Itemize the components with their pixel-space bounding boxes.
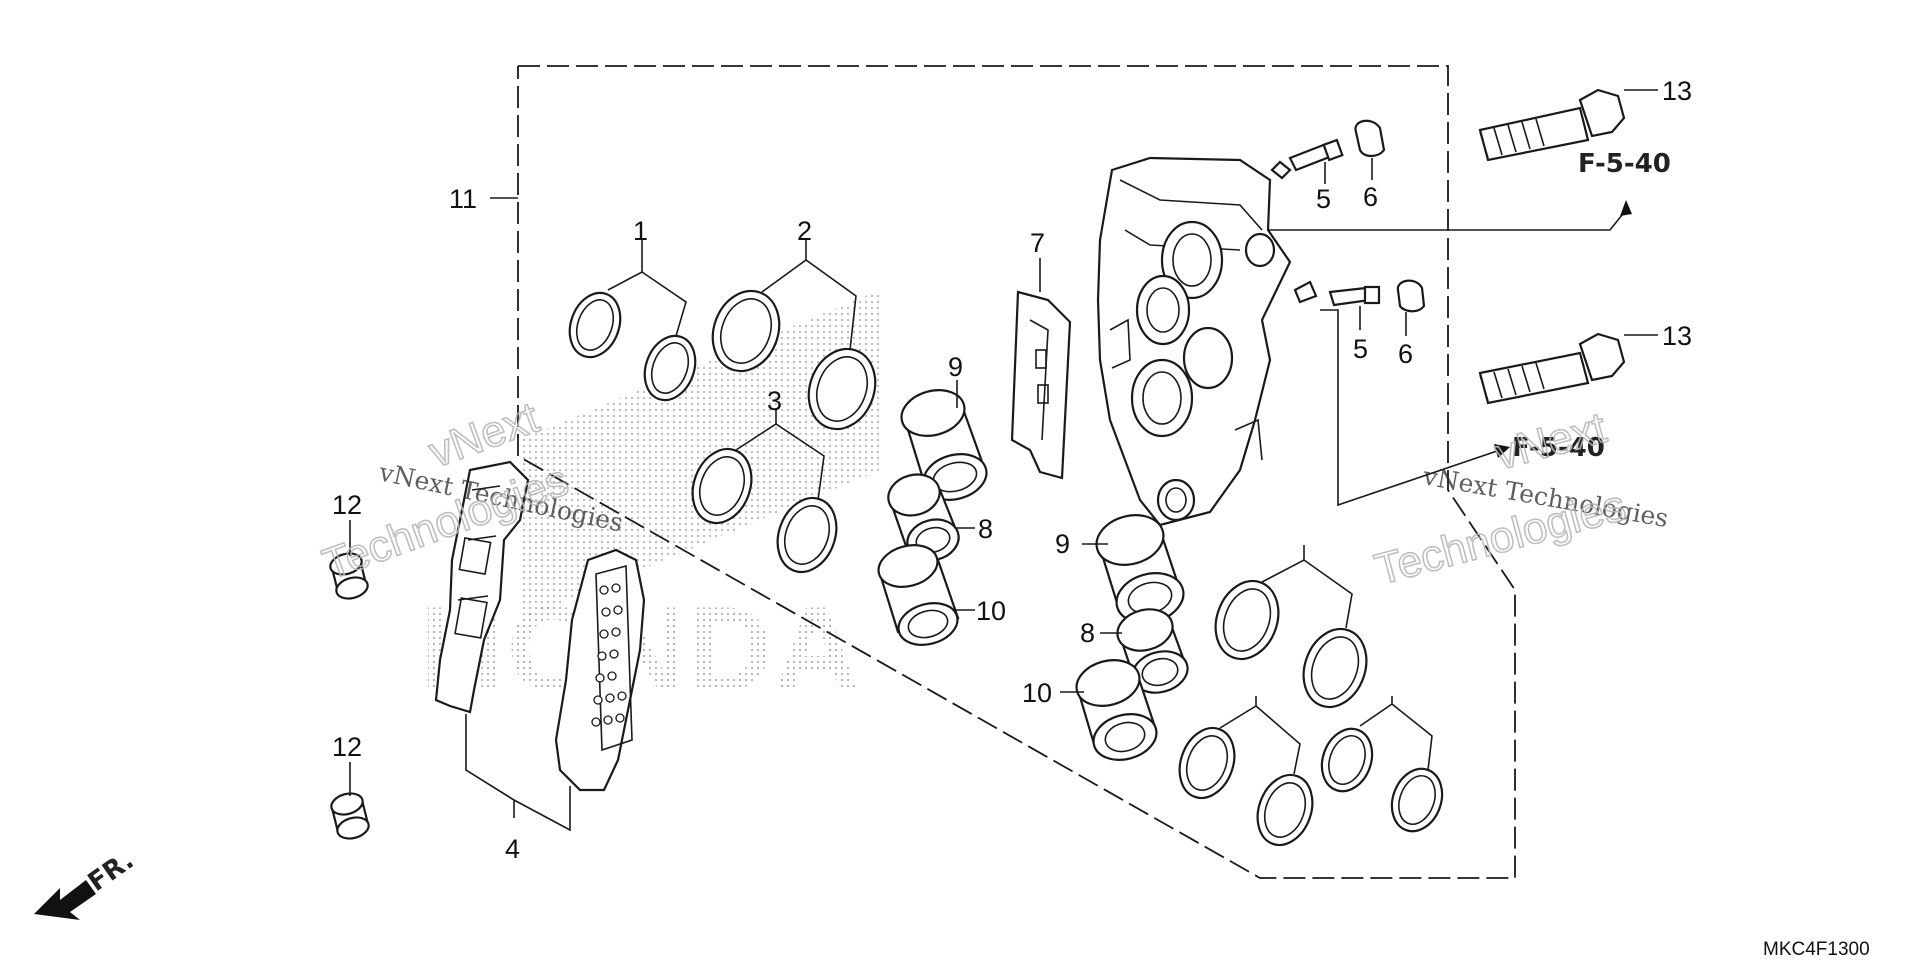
callout-12-lower: 12 <box>332 732 362 762</box>
callout-6-lower: 6 <box>1398 339 1413 369</box>
ring-3-right-pair <box>1178 696 1314 847</box>
caliper-assembly-outline <box>490 65 1516 879</box>
ring-1-left-pair <box>568 240 697 402</box>
bleeder-screw-5-lower <box>1328 285 1381 330</box>
brake-pad-outer <box>434 460 530 714</box>
callout-1-left: 1 <box>633 216 648 246</box>
piston-10-left <box>877 544 975 646</box>
callout-11: 11 <box>449 184 477 214</box>
reference-f-5-40-upper: F-5-40 <box>1578 149 1671 179</box>
ring-1-right-pair <box>1320 696 1444 833</box>
caliper-body <box>1096 156 1318 527</box>
bleeder-cap-6-upper <box>1354 119 1386 180</box>
diagram-code: MKC4F1300 <box>1763 939 1870 960</box>
reference-arrow-lower <box>1320 309 1510 507</box>
reference-f-5-40-lower: F-5-40 <box>1512 433 1605 463</box>
piston-9-left <box>900 380 988 501</box>
callout-8-right: 8 <box>1080 618 1095 648</box>
watermark-right-top: vNext <box>1490 403 1611 479</box>
callout-9-left: 9 <box>948 352 963 382</box>
callout-2-left: 2 <box>797 216 812 246</box>
ring-2-left-pair <box>711 240 877 431</box>
callout-10-right: 10 <box>1022 678 1052 708</box>
callout-8-left: 8 <box>978 514 993 544</box>
piston-8-left <box>887 473 975 562</box>
callout-labels: 1 2 3 4 5 6 5 6 7 8 8 9 9 10 10 11 12 12… <box>332 76 1692 864</box>
mounting-bolt-13-upper <box>1478 88 1658 162</box>
ring-3-left-pair <box>691 408 838 574</box>
callout-5-upper: 5 <box>1316 184 1331 214</box>
piston-10-right <box>1060 659 1158 761</box>
piston-8-right <box>1100 608 1189 694</box>
front-direction-arrow: FR. <box>34 846 139 920</box>
pad-leader-4 <box>465 714 571 832</box>
collar-12-upper <box>329 520 369 600</box>
callout-4: 4 <box>505 834 520 864</box>
callout-13-lower: 13 <box>1662 321 1692 351</box>
callout-3-left: 3 <box>767 386 782 416</box>
callout-6-upper: 6 <box>1363 182 1378 212</box>
callout-10-left: 10 <box>976 596 1006 626</box>
callout-9-right: 9 <box>1055 529 1070 559</box>
callout-5-lower: 5 <box>1353 334 1368 364</box>
collar-12-lower <box>330 762 370 840</box>
callout-7: 7 <box>1030 228 1045 258</box>
pad-spring-7 <box>1010 258 1072 480</box>
mounting-bolt-13-lower <box>1478 332 1658 405</box>
callout-13-upper: 13 <box>1662 76 1692 106</box>
bleeder-screw-5-upper <box>1288 138 1344 184</box>
piston-9-right <box>1082 514 1185 624</box>
reference-arrow-upper <box>1268 200 1632 231</box>
watermark-right: vNext Technologies vNext Technologies <box>1369 402 1670 595</box>
brake-pad-inner <box>554 548 646 792</box>
callout-12-upper: 12 <box>332 490 362 520</box>
ring-2-right-pair <box>1214 545 1368 709</box>
bleeder-cap-6-lower <box>1396 279 1426 336</box>
